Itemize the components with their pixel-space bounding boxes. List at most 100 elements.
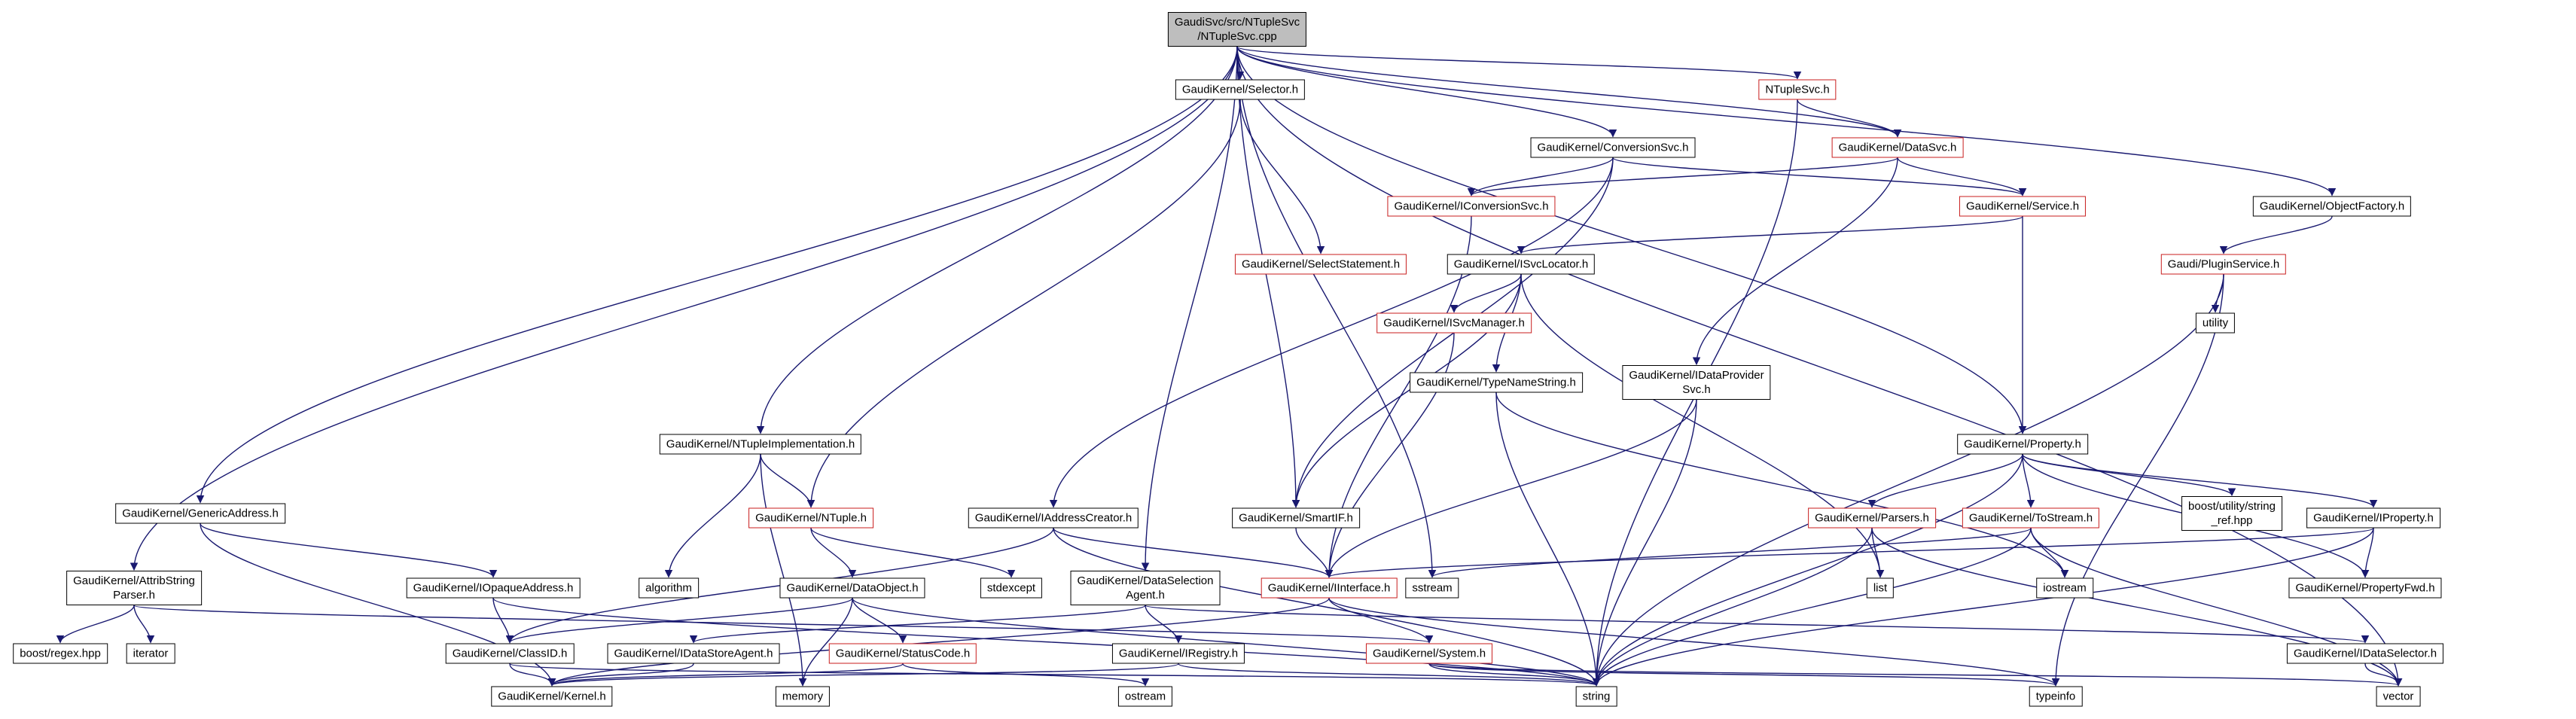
graph-node-label: Agent.h	[1126, 589, 1165, 602]
graph-node-label: GaudiKernel/NTupleImplementation.h	[666, 437, 855, 451]
graph-edge-dataselectionagent_h--iregistry_h	[1145, 605, 1183, 644]
graph-node-selector_h[interactable]: GaudiKernel/Selector.h	[1175, 79, 1306, 100]
graph-node-algorithm[interactable]: algorithm	[639, 577, 699, 599]
graph-node-label: GaudiKernel/SelectStatement.h	[1241, 257, 1401, 271]
graph-edge-iopaqueaddress_h--classid_h	[492, 598, 514, 644]
graph-node-objectfactory_h[interactable]: GaudiKernel/ObjectFactory.h	[2252, 196, 2412, 217]
graph-node-label: /NTupleSvc.cpp	[1197, 30, 1277, 43]
graph-node-label: GaudiKernel/Parsers.h	[1815, 511, 1929, 525]
graph-edge-iopaqueaddress_h--string	[492, 597, 1600, 687]
graph-node-statuscode_h[interactable]: GaudiKernel/StatusCode.h	[828, 643, 977, 664]
graph-edge-attribstringparser_h--system_h	[133, 605, 1433, 644]
graph-node-idataselector_h[interactable]: GaudiKernel/IDataSelector.h	[2286, 643, 2444, 664]
graph-node-label: GaudiKernel/ConversionSvc.h	[1537, 141, 1689, 154]
graph-edge-typenamestring_h--string	[1495, 392, 1601, 687]
graph-edge-idataselector_h--vector	[2364, 663, 2403, 687]
graph-node-label: iostream	[2043, 581, 2087, 595]
graph-edge-idataprovidersvc_h--iinterface_h	[1325, 399, 1697, 578]
graph-node-ostream[interactable]: ostream	[1117, 686, 1173, 707]
graph-node-genericaddress_h[interactable]: GaudiKernel/GenericAddress.h	[115, 503, 285, 524]
graph-node-iopaqueaddress_h[interactable]: GaudiKernel/IOpaqueAddress.h	[406, 577, 581, 599]
graph-edge-iregistry_h--string	[1178, 663, 1600, 687]
graph-node-typeinfo[interactable]: typeinfo	[2029, 686, 2083, 707]
graph-node-datasvc_h[interactable]: GaudiKernel/DataSvc.h	[1831, 137, 1964, 158]
graph-edge-dataselectionagent_h--idatastoreagent_h	[690, 605, 1146, 644]
graph-node-vector[interactable]: vector	[2376, 686, 2421, 707]
graph-node-selectstatement_h[interactable]: GaudiKernel/SelectStatement.h	[1234, 254, 1407, 275]
graph-node-memory[interactable]: memory	[775, 686, 831, 707]
graph-node-iostream[interactable]: iostream	[2036, 577, 2093, 599]
graph-edge-ntuple_h--dataobject_h	[810, 528, 857, 578]
graph-node-boost_regex_hpp[interactable]: boost/regex.hpp	[13, 643, 108, 664]
graph-node-parsers_h[interactable]: GaudiKernel/Parsers.h	[1808, 507, 1936, 529]
graph-node-propertyfwd_h[interactable]: GaudiKernel/PropertyFwd.h	[2288, 577, 2442, 599]
graph-node-label: GaudiKernel/IConversionSvc.h	[1394, 200, 1549, 213]
graph-node-iinterface_h[interactable]: GaudiKernel/IInterface.h	[1261, 577, 1398, 599]
graph-node-label: GaudiKernel/IDataSelector.h	[2293, 647, 2437, 660]
graph-edge-iaddresscreator_h--iinterface_h	[1053, 528, 1334, 578]
graph-node-iaddresscreator_h[interactable]: GaudiKernel/IAddressCreator.h	[968, 507, 1139, 529]
graph-edge-iinterface_h--kernel_h	[547, 598, 1330, 687]
graph-node-iproperty_h[interactable]: GaudiKernel/IProperty.h	[2306, 507, 2440, 529]
graph-edge-datasvc_h--idataprovidersvc_h	[1692, 157, 1898, 366]
graph-node-pluginservice_h[interactable]: Gaudi/PluginService.h	[2160, 254, 2287, 275]
graph-edge-system_h--vector	[1428, 663, 2402, 687]
graph-node-label: GaudiKernel/IAddressCreator.h	[974, 511, 1133, 525]
graph-node-conversionsvc_h[interactable]: GaudiKernel/ConversionSvc.h	[1530, 137, 1696, 158]
graph-node-property_h[interactable]: GaudiKernel/Property.h	[1957, 434, 2088, 455]
graph-node-label: GaudiKernel/ISvcLocator.h	[1453, 257, 1589, 271]
graph-node-utility[interactable]: utility	[2195, 312, 2236, 334]
graph-edge-tostream_h--string	[1592, 528, 2032, 687]
graph-node-isvcmanager_h[interactable]: GaudiKernel/ISvcManager.h	[1376, 312, 1532, 334]
graph-node-classid_h[interactable]: GaudiKernel/ClassID.h	[445, 643, 575, 664]
graph-node-iconversionsvc_h[interactable]: GaudiKernel/IConversionSvc.h	[1387, 196, 1556, 217]
graph-node-label: boost/regex.hpp	[20, 647, 101, 660]
graph-node-typenamestring_h[interactable]: GaudiKernel/TypeNameString.h	[1410, 372, 1583, 393]
graph-edge-smartif_h--iinterface_h	[1295, 528, 1334, 578]
graph-node-label: list	[1873, 581, 1888, 595]
graph-edge-isvclocator_h--isvcmanager_h	[1450, 274, 1522, 313]
graph-node-smartif_h[interactable]: GaudiKernel/SmartIF.h	[1232, 507, 1360, 529]
graph-node-dataobject_h[interactable]: GaudiKernel/DataObject.h	[779, 577, 925, 599]
graph-node-tostream_h[interactable]: GaudiKernel/ToStream.h	[1962, 507, 2100, 529]
graph-node-ntuplesvc_h[interactable]: NTupleSvc.h	[1758, 79, 1837, 100]
graph-edge-property_h--parsers_h	[1867, 454, 2023, 508]
graph-edge-attribstringparser_h--boost_regex_hpp	[56, 605, 135, 644]
graph-node-label: GaudiKernel/DataObject.h	[786, 581, 919, 595]
graph-edge-service_h--isvclocator_h	[1517, 215, 2023, 254]
graph-node-label: GaudiKernel/Property.h	[1964, 437, 2081, 451]
graph-node-iterator[interactable]: iterator	[126, 643, 175, 664]
graph-node-label: NTupleSvc.h	[1765, 83, 1830, 96]
graph-node-service_h[interactable]: GaudiKernel/Service.h	[1959, 196, 2087, 217]
graph-node-sstream[interactable]: sstream	[1405, 577, 1459, 599]
graph-node-idatastoreagent_h[interactable]: GaudiKernel/IDataStoreAgent.h	[607, 643, 780, 664]
graph-node-ntupleimplementation_h[interactable]: GaudiKernel/NTupleImplementation.h	[659, 434, 862, 455]
graph-edge-idataprovidersvc_h--string	[1592, 399, 1697, 687]
graph-edge-ntuplesvc_cpp--ntupleimplementation_h	[756, 46, 1238, 434]
graph-node-stdexcept[interactable]: stdexcept	[980, 577, 1043, 599]
graph-node-string_ref_hpp[interactable]: boost/utility/string_ref.hpp	[2181, 496, 2282, 531]
graph-edge-ntuple_h--stdexcept	[810, 528, 1016, 578]
graph-node-ntuplesvc_cpp: GaudiSvc/src/NTupleSvc/NTupleSvc.cpp	[1167, 12, 1307, 47]
graph-node-isvclocator_h[interactable]: GaudiKernel/ISvcLocator.h	[1447, 254, 1596, 275]
graph-node-label: GaudiKernel/IDataProvider	[1629, 369, 1764, 382]
graph-node-label: GaudiKernel/DataSelection	[1077, 574, 1214, 587]
graph-node-list[interactable]: list	[1866, 577, 1895, 599]
graph-node-label: string	[1582, 690, 1611, 703]
graph-node-kernel_h[interactable]: GaudiKernel/Kernel.h	[491, 686, 613, 707]
graph-edge-dataobject_h--classid_h	[505, 597, 853, 644]
graph-edge-pluginservice_h--typeinfo	[2051, 274, 2224, 687]
graph-node-string[interactable]: string	[1575, 686, 1617, 707]
graph-node-label: GaudiKernel/PropertyFwd.h	[2295, 581, 2435, 595]
graph-node-label: sstream	[1412, 581, 1453, 595]
graph-node-ntuple_h[interactable]: GaudiKernel/NTuple.h	[748, 507, 873, 529]
graph-node-iregistry_h[interactable]: GaudiKernel/IRegistry.h	[1111, 643, 1245, 664]
graph-node-system_h[interactable]: GaudiKernel/System.h	[1365, 643, 1493, 664]
graph-node-label: stdexcept	[986, 581, 1036, 595]
graph-edge-datasvc_h--iconversionsvc_h	[1468, 157, 1898, 197]
graph-edge-iproperty_h--string	[1592, 528, 2374, 687]
graph-edge-iinterface_h--system_h	[1328, 598, 1434, 644]
